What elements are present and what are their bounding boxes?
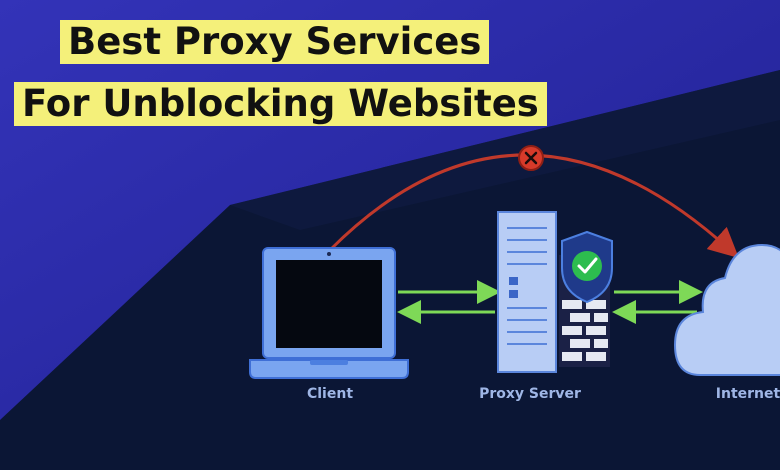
title-line-1: Best Proxy Services — [60, 20, 490, 64]
internet-label: Internet — [715, 386, 780, 402]
x-circle-icon — [518, 145, 544, 171]
title-line-2: For Unblocking Websites — [14, 82, 547, 126]
shield-check-icon — [561, 230, 613, 304]
server-icon — [497, 211, 557, 373]
proxy-server-label: Proxy Server — [479, 386, 581, 402]
client-label: Client — [306, 386, 354, 402]
cloud-icon — [673, 243, 780, 376]
laptop-icon — [249, 247, 409, 379]
